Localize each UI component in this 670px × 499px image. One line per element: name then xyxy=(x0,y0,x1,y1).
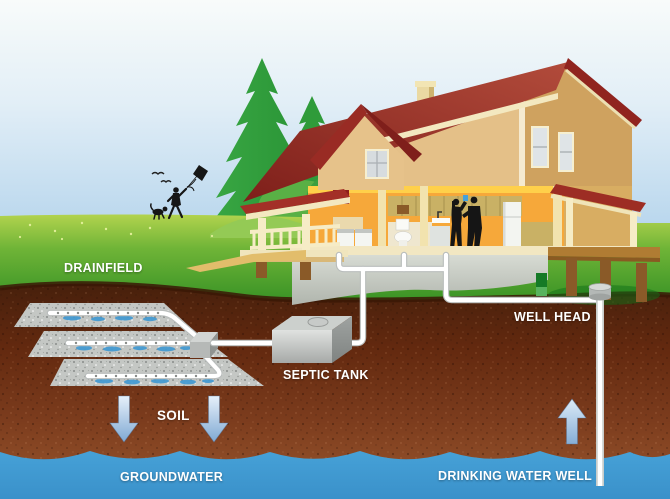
interior xyxy=(308,186,632,250)
house-plumbing xyxy=(209,251,601,347)
up-arrow-icon xyxy=(557,398,587,445)
grass-flowers xyxy=(18,221,214,241)
birds-icon xyxy=(151,171,172,183)
washer-dryer xyxy=(333,217,372,249)
septic-tank xyxy=(272,316,352,363)
floor-band xyxy=(290,246,634,255)
drainfield-label: DRAINFIELD xyxy=(64,261,143,275)
refrigerator xyxy=(503,202,521,248)
water-glass xyxy=(463,195,468,201)
walkway-path xyxy=(186,250,306,272)
tank-lid xyxy=(307,317,329,327)
down-arrow-icon xyxy=(109,395,139,443)
gable-window-2 xyxy=(558,132,574,172)
kite-flyer-scene xyxy=(150,165,208,220)
groundwater xyxy=(0,451,670,499)
deck xyxy=(548,184,660,302)
house xyxy=(186,58,660,305)
soil-arrows xyxy=(109,395,229,443)
toilet xyxy=(394,205,412,247)
well xyxy=(588,283,612,486)
gable-window-3 xyxy=(365,149,389,179)
pipe-perforations xyxy=(56,311,208,378)
well-head-label: WELL HEAD xyxy=(514,310,591,324)
people-silhouettes xyxy=(450,195,482,249)
pressure-tank-base xyxy=(536,287,547,296)
drinking-water-well-label: DRINKING WATER WELL xyxy=(438,469,593,483)
gable-window-1 xyxy=(531,126,549,168)
effluent-splotches xyxy=(63,315,214,385)
kite-icon xyxy=(185,165,208,192)
soil-label: SOIL xyxy=(157,408,190,423)
pressure-tank xyxy=(536,273,547,287)
dog-silhouette xyxy=(150,203,168,220)
well-cap xyxy=(588,283,612,301)
down-arrow-icon xyxy=(199,395,229,443)
septic-tank-label: SEPTIC TANK xyxy=(283,368,369,382)
drainfield xyxy=(14,303,264,386)
groundwater-label: GROUNDWATER xyxy=(120,470,224,484)
groundwater-arrow xyxy=(557,398,587,445)
boy-silhouette xyxy=(166,187,188,220)
left-gable xyxy=(310,104,422,190)
lateral-pipes xyxy=(46,309,223,380)
